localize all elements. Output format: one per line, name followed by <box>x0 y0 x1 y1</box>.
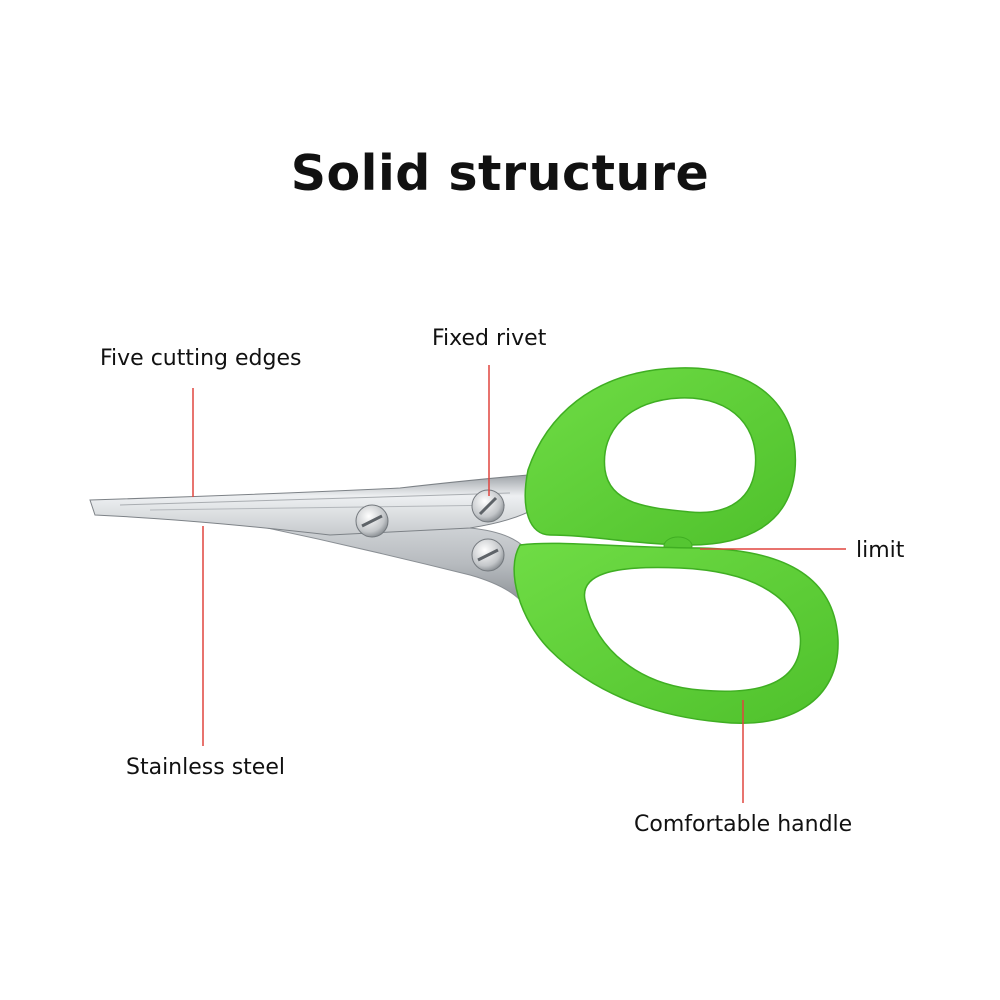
lower-blade <box>189 511 526 602</box>
page-title: Solid structure <box>290 145 710 202</box>
label-fixed-rivet: Fixed rivet <box>432 326 547 351</box>
lower-handle <box>513 542 839 724</box>
rivet-bottom <box>471 538 505 572</box>
rivet-front <box>355 504 389 538</box>
label-limit: limit <box>856 538 905 563</box>
cutting-edge-line <box>119 492 511 506</box>
rivet-top <box>471 489 505 523</box>
label-five-cutting-edges: Five cutting edges <box>100 346 302 371</box>
label-stainless-steel: Stainless steel <box>126 755 285 780</box>
upper-handle <box>524 367 797 546</box>
cutting-edge-line <box>149 504 506 511</box>
label-comfortable-handle: Comfortable handle <box>634 812 853 837</box>
